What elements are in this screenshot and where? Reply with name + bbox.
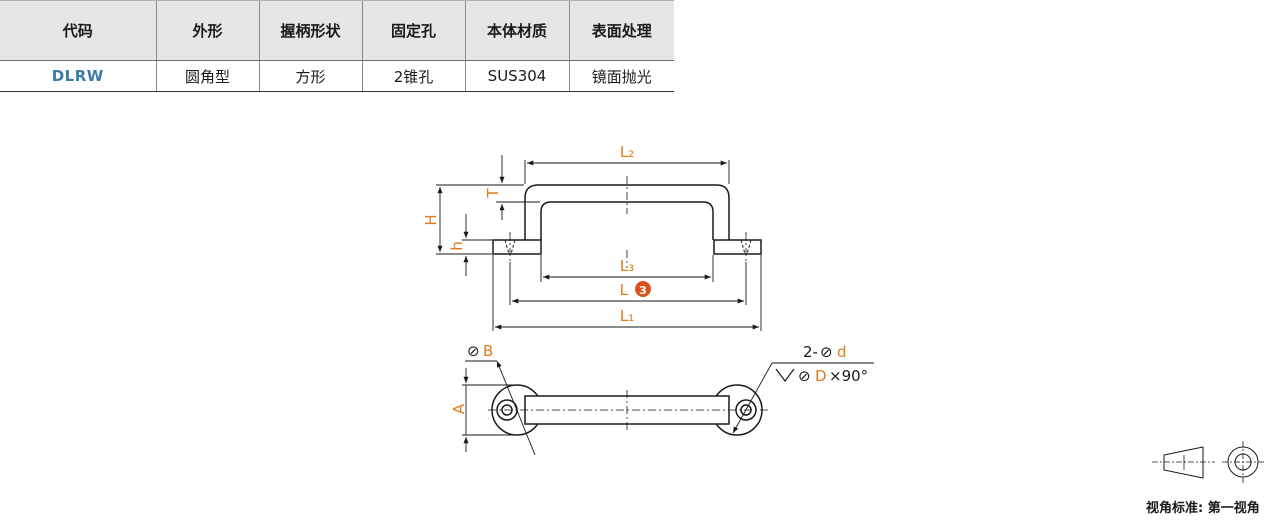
label-l3: L₃ [620,257,634,275]
cell-surface: 镜面抛光 [568,60,674,92]
header-mount-hole: 固定孔 [361,0,465,61]
header-surface: 表面处理 [568,0,674,61]
cell-mount-hole: 2锥孔 [361,60,465,92]
label-t: T [484,188,502,199]
label-l1: L₁ [620,307,634,325]
header-code: 代码 [0,0,156,61]
projection-caption: 视角标准: 第一视角 [1146,501,1260,516]
handle-inner [540,201,714,240]
front-view [492,176,762,268]
label-l2: L₂ [620,143,634,161]
cell-shape: 圆角型 [155,60,259,92]
note-marker-number: 3 [639,284,647,297]
label-h: H [422,214,440,225]
note-marker [635,281,651,297]
handle-outer [524,184,730,240]
label-l: L [620,281,629,299]
top-view [488,384,768,436]
spec-table: 代码 外形 握柄形状 固定孔 本体材质 表面处理 DLRW 圆角型 方形 2锥孔… [0,0,674,92]
table-row: DLRW 圆角型 方形 2锥孔 SUS304 镜面抛光 [0,60,674,92]
right-foot [713,239,762,255]
hole-count: 2- [803,343,818,361]
cell-code[interactable]: DLRW [0,60,156,92]
table-header-row: 代码 外形 握柄形状 固定孔 本体材质 表面处理 [0,0,674,61]
first-angle-projection-icon [1152,441,1264,483]
countersink-icon [775,368,795,382]
header-shape: 外形 [155,0,259,61]
label-d: d [837,343,847,361]
header-grip-shape: 握柄形状 [258,0,362,61]
hidden-holes [504,239,752,255]
top-dimensions [462,360,874,456]
label-cs-d: D [815,367,827,385]
dia-symbol-b: ⊘ [467,342,480,360]
cell-material: SUS304 [464,60,569,92]
dia-symbol-cs: ⊘ [798,367,811,385]
left-foot [492,239,542,255]
dia-symbol-d: ⊘ [820,343,833,361]
center-lines [509,176,747,268]
label-b: B [483,342,493,360]
label-angle: ×90° [829,367,868,385]
front-dimensions [436,155,762,331]
label-h-small: h [448,241,466,251]
header-material: 本体材质 [464,0,569,61]
label-a: A [450,403,468,414]
cell-grip-shape: 方形 [258,60,362,92]
